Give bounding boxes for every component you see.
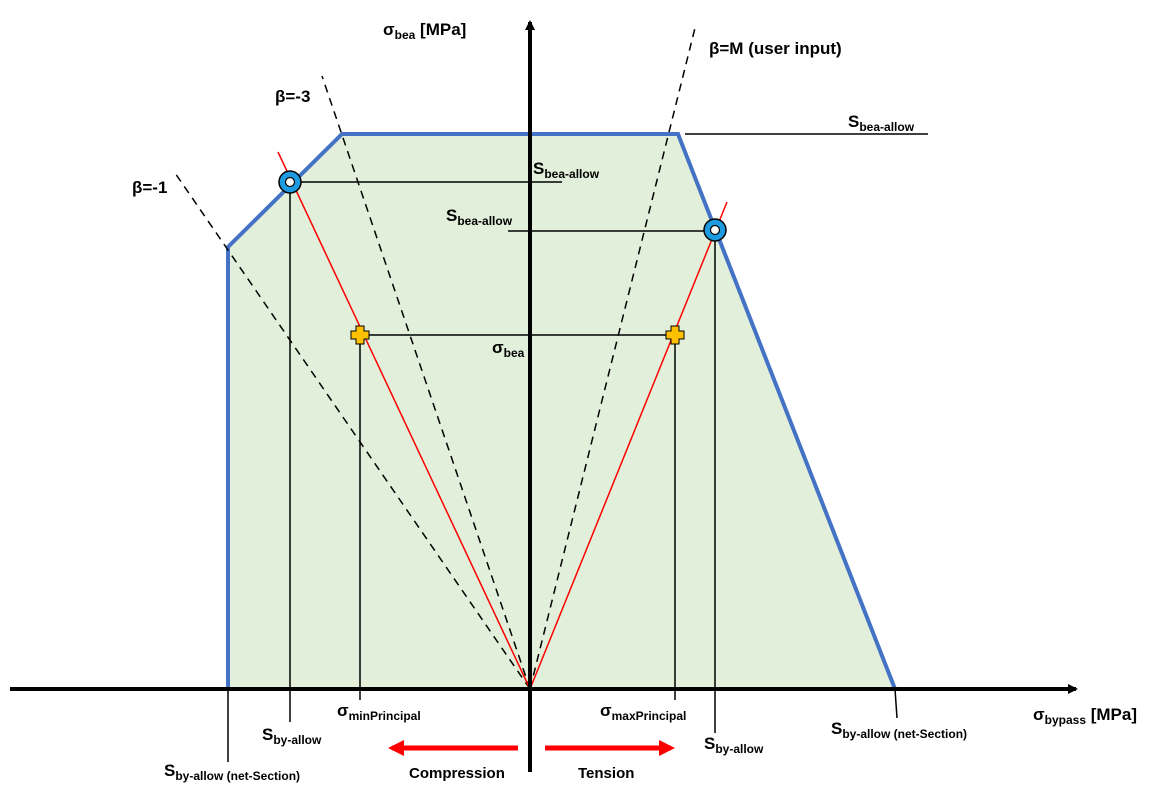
beta-m-line (529, 27, 696, 690)
bea-allow-label-tension: Sbea-allow (446, 206, 513, 228)
by-allow-label-compression: Sby-allow (262, 725, 322, 747)
compression-label: Compression (409, 765, 505, 782)
beta-minus3-label: β=-3 (275, 87, 310, 106)
leader-lines (227, 133, 928, 762)
by-allow-net-label-tension: Sby-allow (net-Section) (831, 719, 967, 741)
beta-minus1-line (174, 172, 531, 690)
sigma-max-principal-label: σmaxPrincipal (600, 701, 686, 723)
sigma-min-principal-label: σminPrincipal (337, 701, 421, 723)
load-point-compression (350, 325, 370, 345)
allowable-envelope (226, 132, 898, 691)
beta-m-label: β=M (user input) (709, 39, 842, 58)
by-allow-net-label-compression: Sby-allow (net-Section) (164, 761, 300, 783)
compression-load-line (277, 151, 531, 690)
bea-allow-label-top: Sbea-allow (848, 112, 915, 134)
x-axis-label: σbypass [MPa] (1033, 705, 1137, 727)
by-allow-label-tension: Sby-allow (704, 734, 764, 756)
load-point-tension (665, 325, 685, 345)
beta-minus3-line (321, 75, 531, 690)
y-axis-label: σbea [MPa] (383, 20, 466, 42)
bea-allow-label-compression: Sbea-allow (533, 159, 600, 181)
allow-point-compression (278, 170, 302, 194)
allow-point-tension (703, 218, 727, 242)
tension-label: Tension (578, 765, 634, 782)
tension-load-line (529, 201, 728, 690)
sigma-bea-label: σbea (492, 338, 525, 360)
beta-minus1-label: β=-1 (132, 178, 167, 197)
